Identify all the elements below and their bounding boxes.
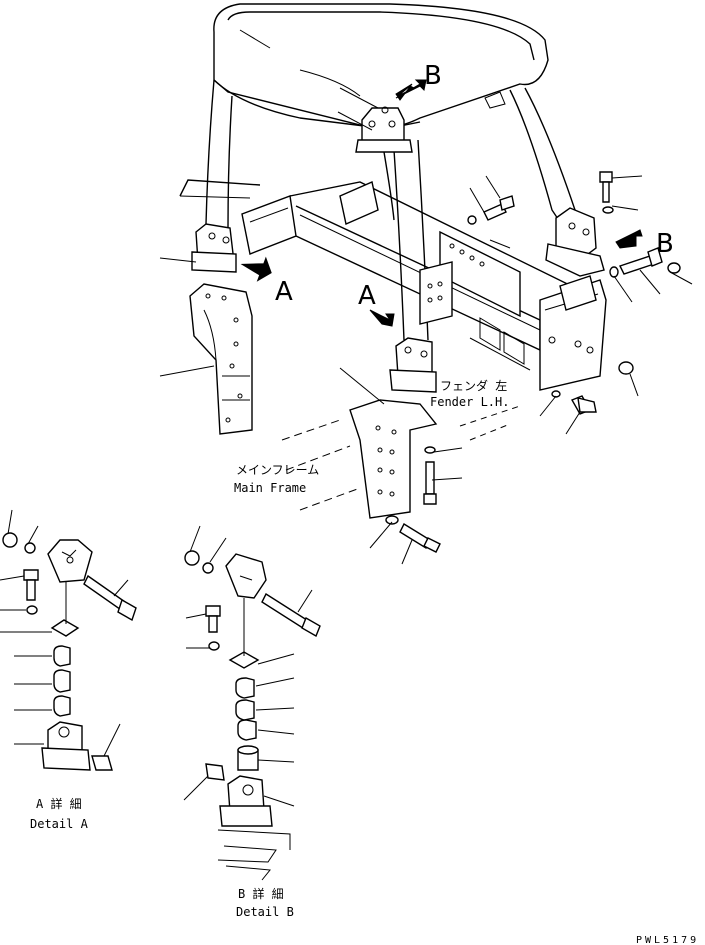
detail-b-label-jp: B 詳 細 xyxy=(238,886,284,901)
view-arrow-icon xyxy=(240,79,643,327)
main-frame-label-en: Main Frame xyxy=(234,481,306,495)
callout-a-center: A xyxy=(358,281,376,311)
detail-b-label-en: Detail B xyxy=(236,905,294,919)
main-frame xyxy=(179,179,607,391)
callout-a-main: A xyxy=(275,277,293,307)
callout-b-top: B xyxy=(424,61,442,91)
rops-mount-b-right xyxy=(545,207,605,311)
fender-label-jp: フェンダ 左 xyxy=(440,378,507,393)
fasteners-main xyxy=(385,171,681,553)
detail-a xyxy=(0,509,137,771)
fender-bracket-center xyxy=(349,399,438,519)
drawing-number: PWL5179 xyxy=(636,935,699,945)
callout-b-right: B xyxy=(656,229,674,259)
main-frame-outline xyxy=(281,405,521,511)
rops-mount-a-center xyxy=(389,337,437,393)
fender-label-en: Fender L.H. xyxy=(430,395,509,409)
rops-mount-a-left xyxy=(191,223,237,273)
detail-a-label-en: Detail A xyxy=(30,817,89,831)
main-frame-label-jp: メインフレーム xyxy=(236,463,319,477)
fender-bracket-left xyxy=(189,283,253,435)
detail-a-label-jp: A 詳 細 xyxy=(36,796,82,811)
leader-lines-main xyxy=(159,87,693,565)
canopy xyxy=(205,3,587,341)
detail-b xyxy=(183,525,321,881)
rops-mount-b-top xyxy=(355,106,413,153)
